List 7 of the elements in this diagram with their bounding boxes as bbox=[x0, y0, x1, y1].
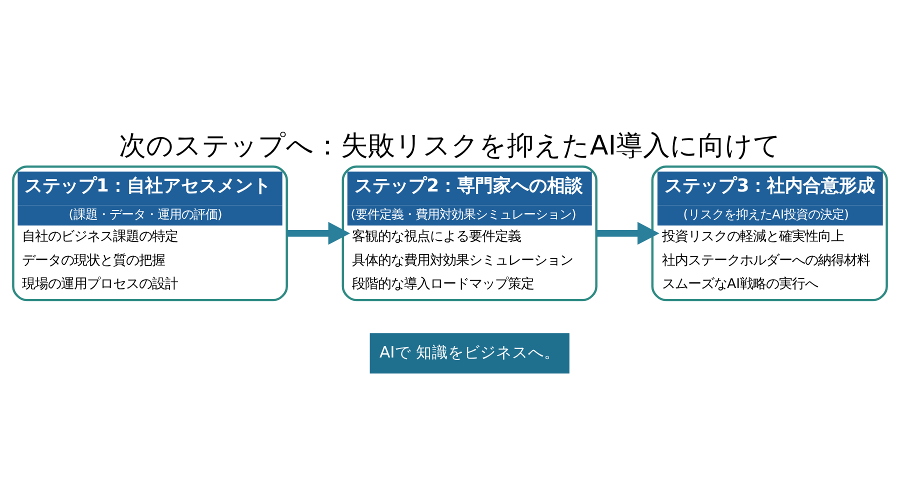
label: AIで 知識をビジネスへ。 bbox=[379, 342, 560, 362]
arrow bbox=[596, 222, 660, 245]
diagram-title: 次のステップへ：失敗リスクを抑えたAI導入に向けて bbox=[118, 130, 782, 162]
node-box: ステップ1：自社アセスメント (課題・データ・運用の評価) 自社のビジネス課題の特定 データの現状と質の把握 現場の運用プロセスの設計 bbox=[12, 166, 288, 302]
node-box: ステップ3：社内合意形成 (リスクを抑えたAI投資の決定) 投資リスクの軽減と確実性向上 社内ステークホルダーへの納得材料 スムーズなAI戦略の実行へ bbox=[651, 166, 888, 302]
node-box: ステップ2：専門家への相談 (要件定義・費用対効果シミュレーション) 客観的な視点による要件定義 具体的な費用対効果シミュレーション 段階的な導入ロードマップ策定 bbox=[342, 166, 598, 302]
arrow bbox=[287, 222, 350, 245]
